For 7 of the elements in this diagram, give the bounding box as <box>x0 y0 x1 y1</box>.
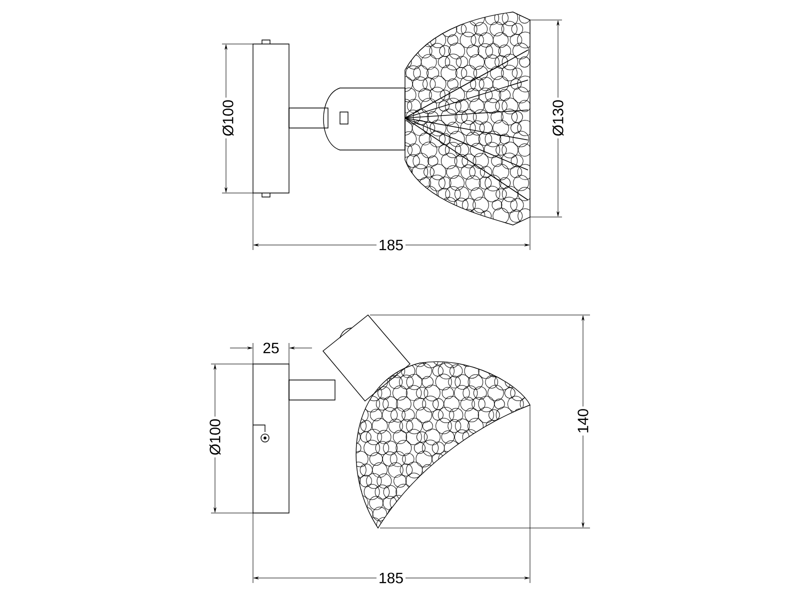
dimension-label: Ø130 <box>550 98 566 138</box>
dimension-label: 140 <box>576 406 590 436</box>
dimension-label: Ø100 <box>220 98 236 138</box>
dimension-label: 25 <box>260 340 282 356</box>
dimension-label: Ø100 <box>207 416 223 458</box>
dimension-label: 185 <box>376 238 406 252</box>
dimension-label: 185 <box>376 570 406 586</box>
